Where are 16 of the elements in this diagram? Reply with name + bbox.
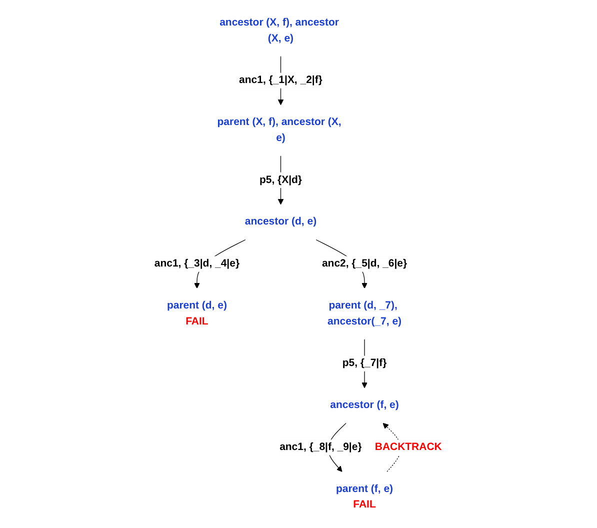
edge-label: anc1, {_1|X, _2|f} [239,74,322,86]
node-text: parent (X, f), ancestor (X, e) [217,116,342,144]
node-text: ancestor (f, e) [330,400,399,411]
edge-label: anc1, {_8|f, _9|e} [280,442,362,453]
node-text: ancestor (d, e) [244,216,317,228]
edge-label: BACKTRACK [374,442,442,453]
edge-label: anc2, {_5|d, _6|e} [322,258,408,270]
node-text: parent (d, e) [166,300,227,312]
edge-label: p5, {X|d} [259,174,302,186]
edge-label: anc1, {_3|d, _4|e} [154,258,240,270]
node-label: FAIL [186,316,208,327]
edge-label: p5, {_7|f} [342,358,387,369]
node-text: ancestor (X, f), ancestor (X, e) [220,17,339,44]
node-text: parent (f, e) [336,483,394,495]
node-text: parent (d, _7), ancestor(_7, e) [328,300,402,327]
node-label: FAIL [353,499,376,510]
